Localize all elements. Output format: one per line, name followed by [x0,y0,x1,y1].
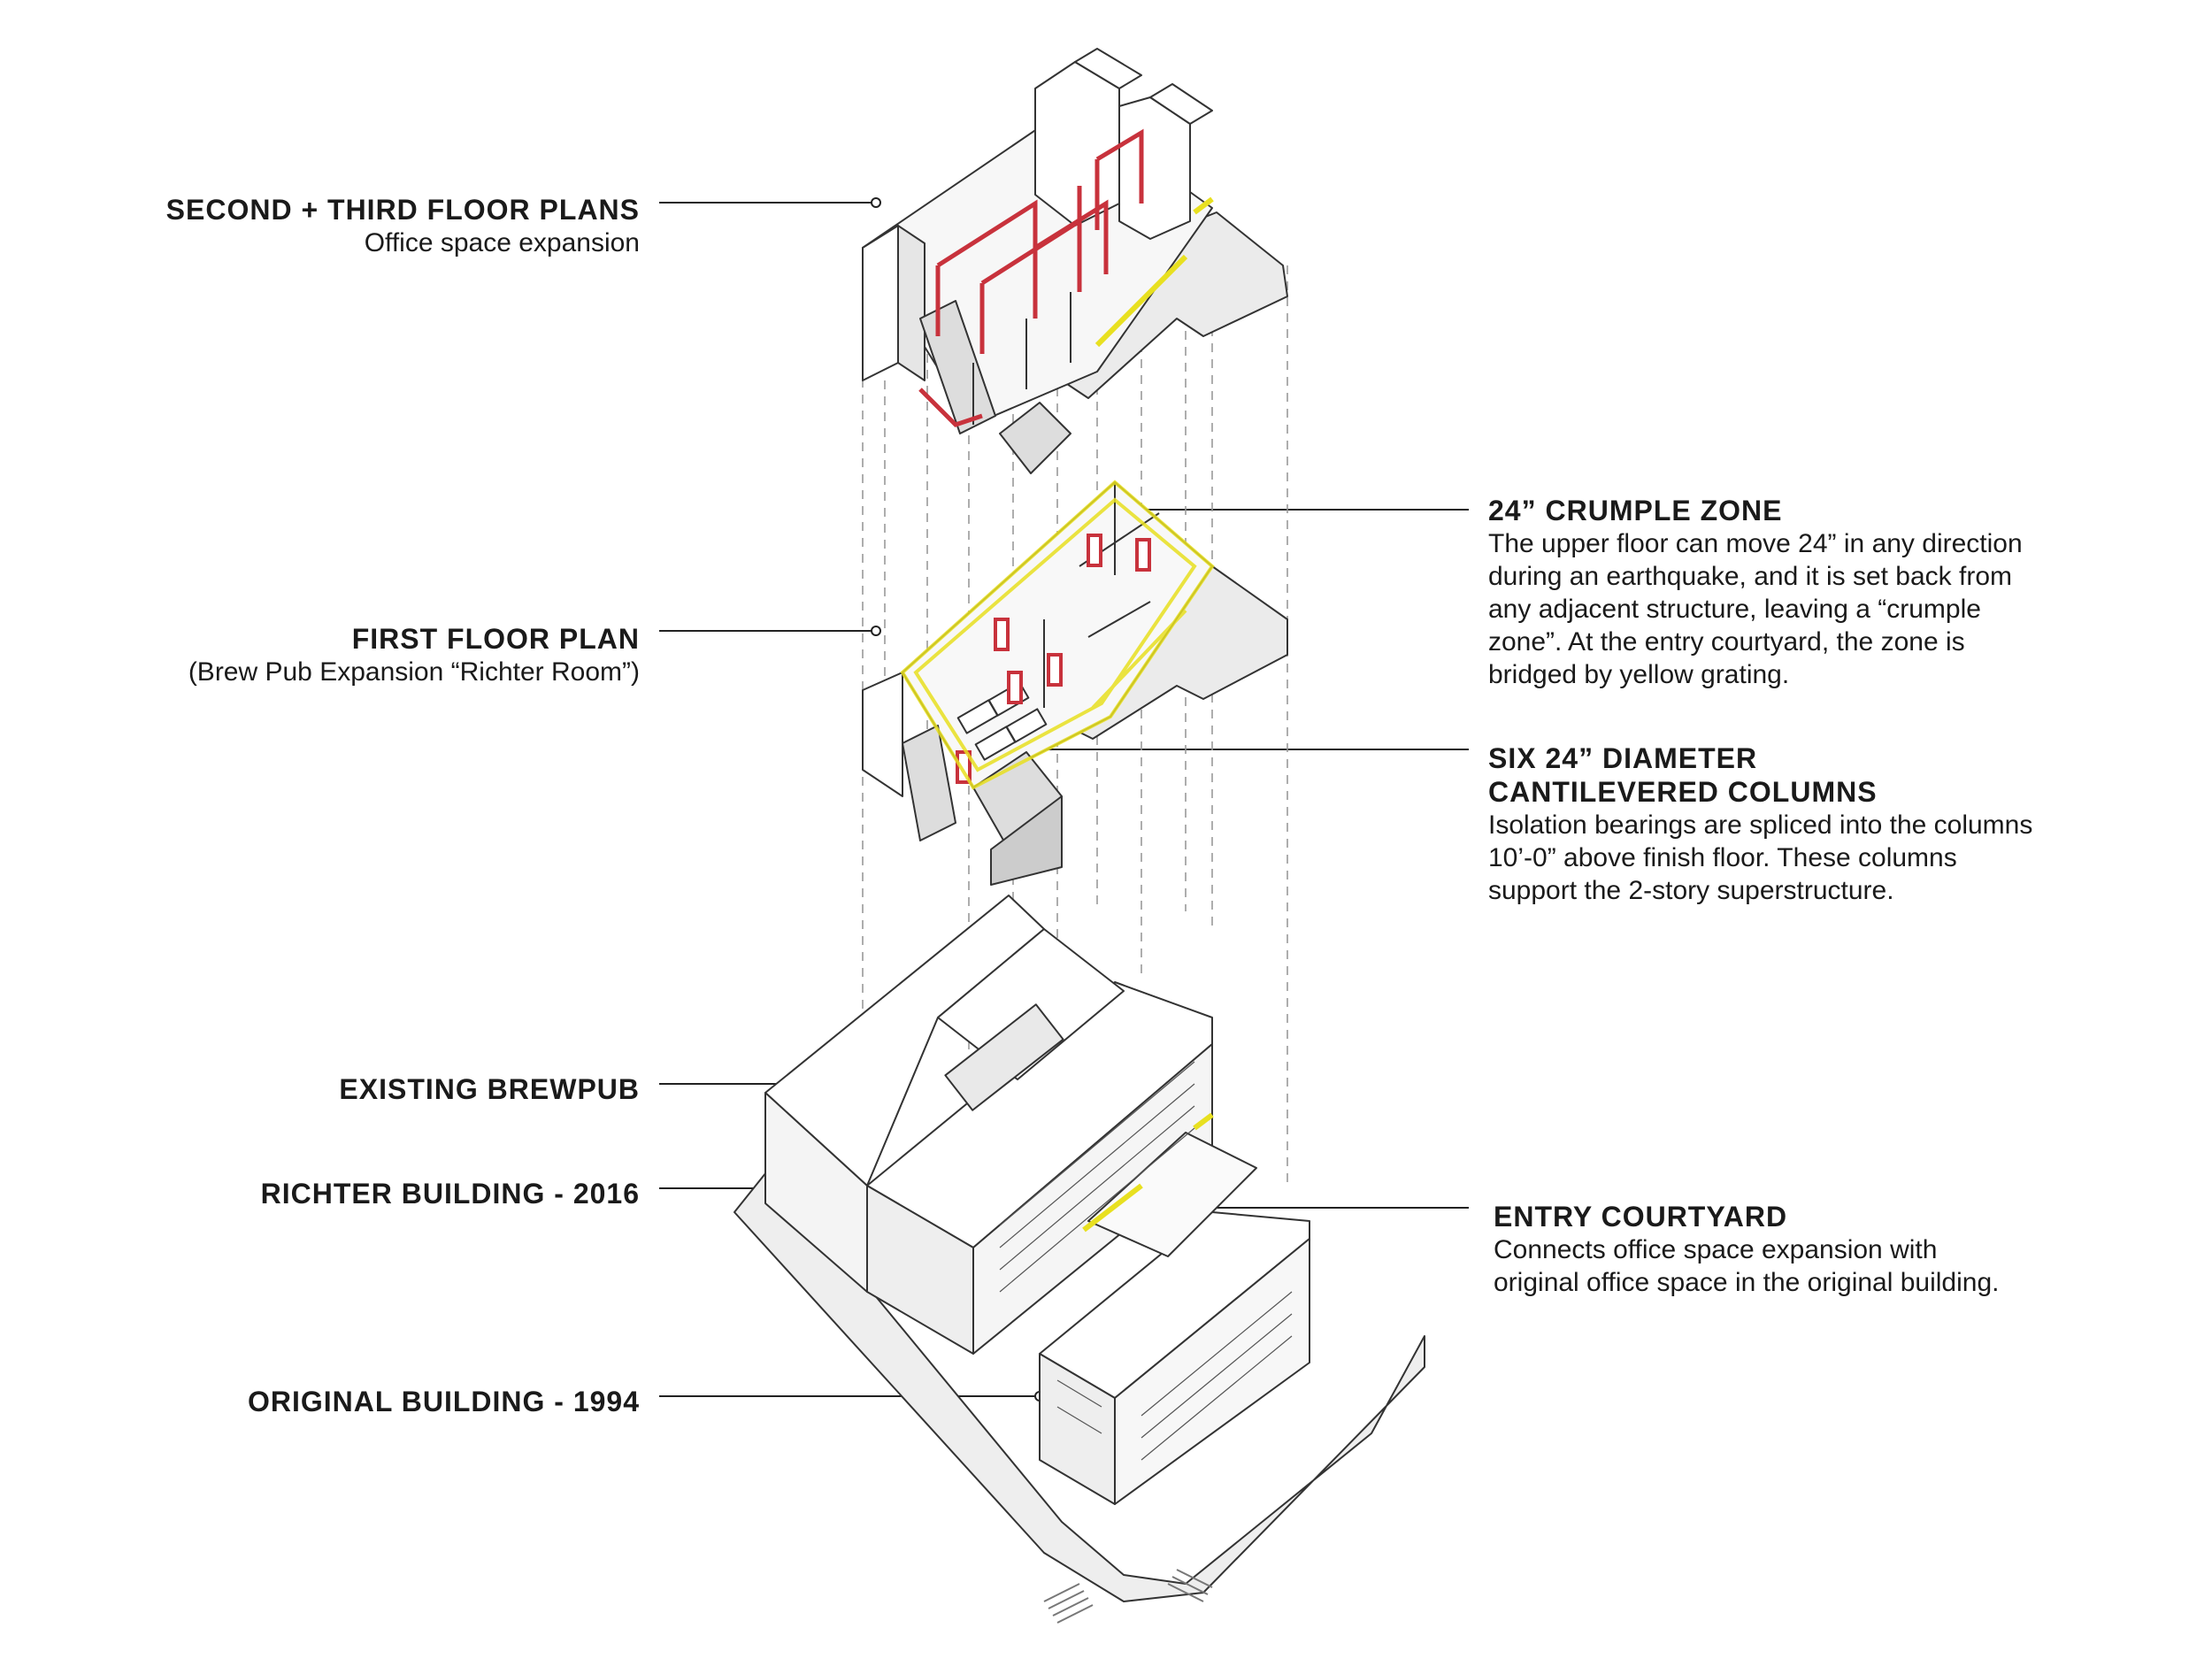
label-original-building: ORIGINAL BUILDING - 1994 [0,1385,640,1418]
label-first-floor: FIRST FLOOR PLAN (Brew Pub Expansion “Ri… [0,622,640,688]
label-title: SIX 24” DIAMETER [1488,742,1758,774]
label-title: 24” CRUMPLE ZONE [1488,495,1783,526]
red-moment-frames [918,128,1144,427]
label-title: EXISTING BREWPUB [339,1073,640,1105]
base-yellow-grating [1082,1112,1214,1233]
first-floor-left-block [862,672,903,797]
label-cantilevered-columns: SIX 24” DIAMETER CANTILEVERED COLUMNS Is… [1488,741,2161,907]
label-line: The upper floor can move 24” in any dire… [1488,529,2023,558]
upper-left-tower [862,225,899,381]
label-richter-building: RICHTER BUILDING - 2016 [0,1177,640,1210]
label-existing-brewpub: EXISTING BREWPUB [0,1072,640,1106]
cantilevered-columns [956,534,1151,784]
upper-floors-model [862,48,1288,474]
label-title: RICHTER BUILDING - 2016 [260,1178,640,1210]
label-line: Isolation bearings are spliced into the … [1488,810,2033,840]
label-line: Office space expansion [364,228,640,257]
label-title: FIRST FLOOR PLAN [351,623,640,655]
label-second-third-floor: SECOND + THIRD FLOOR PLANS Office space … [0,193,640,259]
label-line: zone”. At the entry courtyard, the zone … [1488,627,1965,657]
label-line: bridged by yellow grating. [1488,660,1790,689]
facade-window-grids [999,1061,1293,1461]
label-line: (Brew Pub Expansion “Richter Room”) [188,657,640,687]
label-line: during an earthquake, and it is set back… [1488,562,2013,591]
label-line: support the 2-story superstructure. [1488,876,1894,905]
leader-lines [659,202,1469,1397]
upper-right-tower [1118,96,1191,240]
label-line: 10’-0” above finish floor. These columns [1488,843,1957,872]
label-title: CANTILEVERED COLUMNS [1488,776,1878,808]
label-line: original office space in the original bu… [1494,1268,2000,1297]
lower-stair [999,402,1071,474]
courtyard-floor [1087,1132,1257,1257]
crosswalks [1043,1569,1213,1624]
label-title: SECOND + THIRD FLOOR PLANS [165,194,640,226]
label-line: Connects office space expansion with [1494,1235,1938,1264]
label-title: ORIGINAL BUILDING - 1994 [247,1386,640,1417]
label-line: any adjacent structure, leaving a “crump… [1488,595,1981,624]
first-floor-model [862,481,1288,886]
upper-yellow-grating [1094,196,1214,348]
label-crumple-zone: 24” CRUMPLE ZONE The upper floor can mov… [1488,494,2161,691]
label-title: ENTRY COURTYARD [1494,1201,1788,1233]
skylight [944,1003,1064,1111]
label-entry-courtyard: ENTRY COURTYARD Connects office space ex… [1494,1200,2166,1299]
original-building-side [1114,1238,1310,1505]
buildings-base-model [733,895,1425,1602]
crumple-zone-outline [900,480,1215,790]
